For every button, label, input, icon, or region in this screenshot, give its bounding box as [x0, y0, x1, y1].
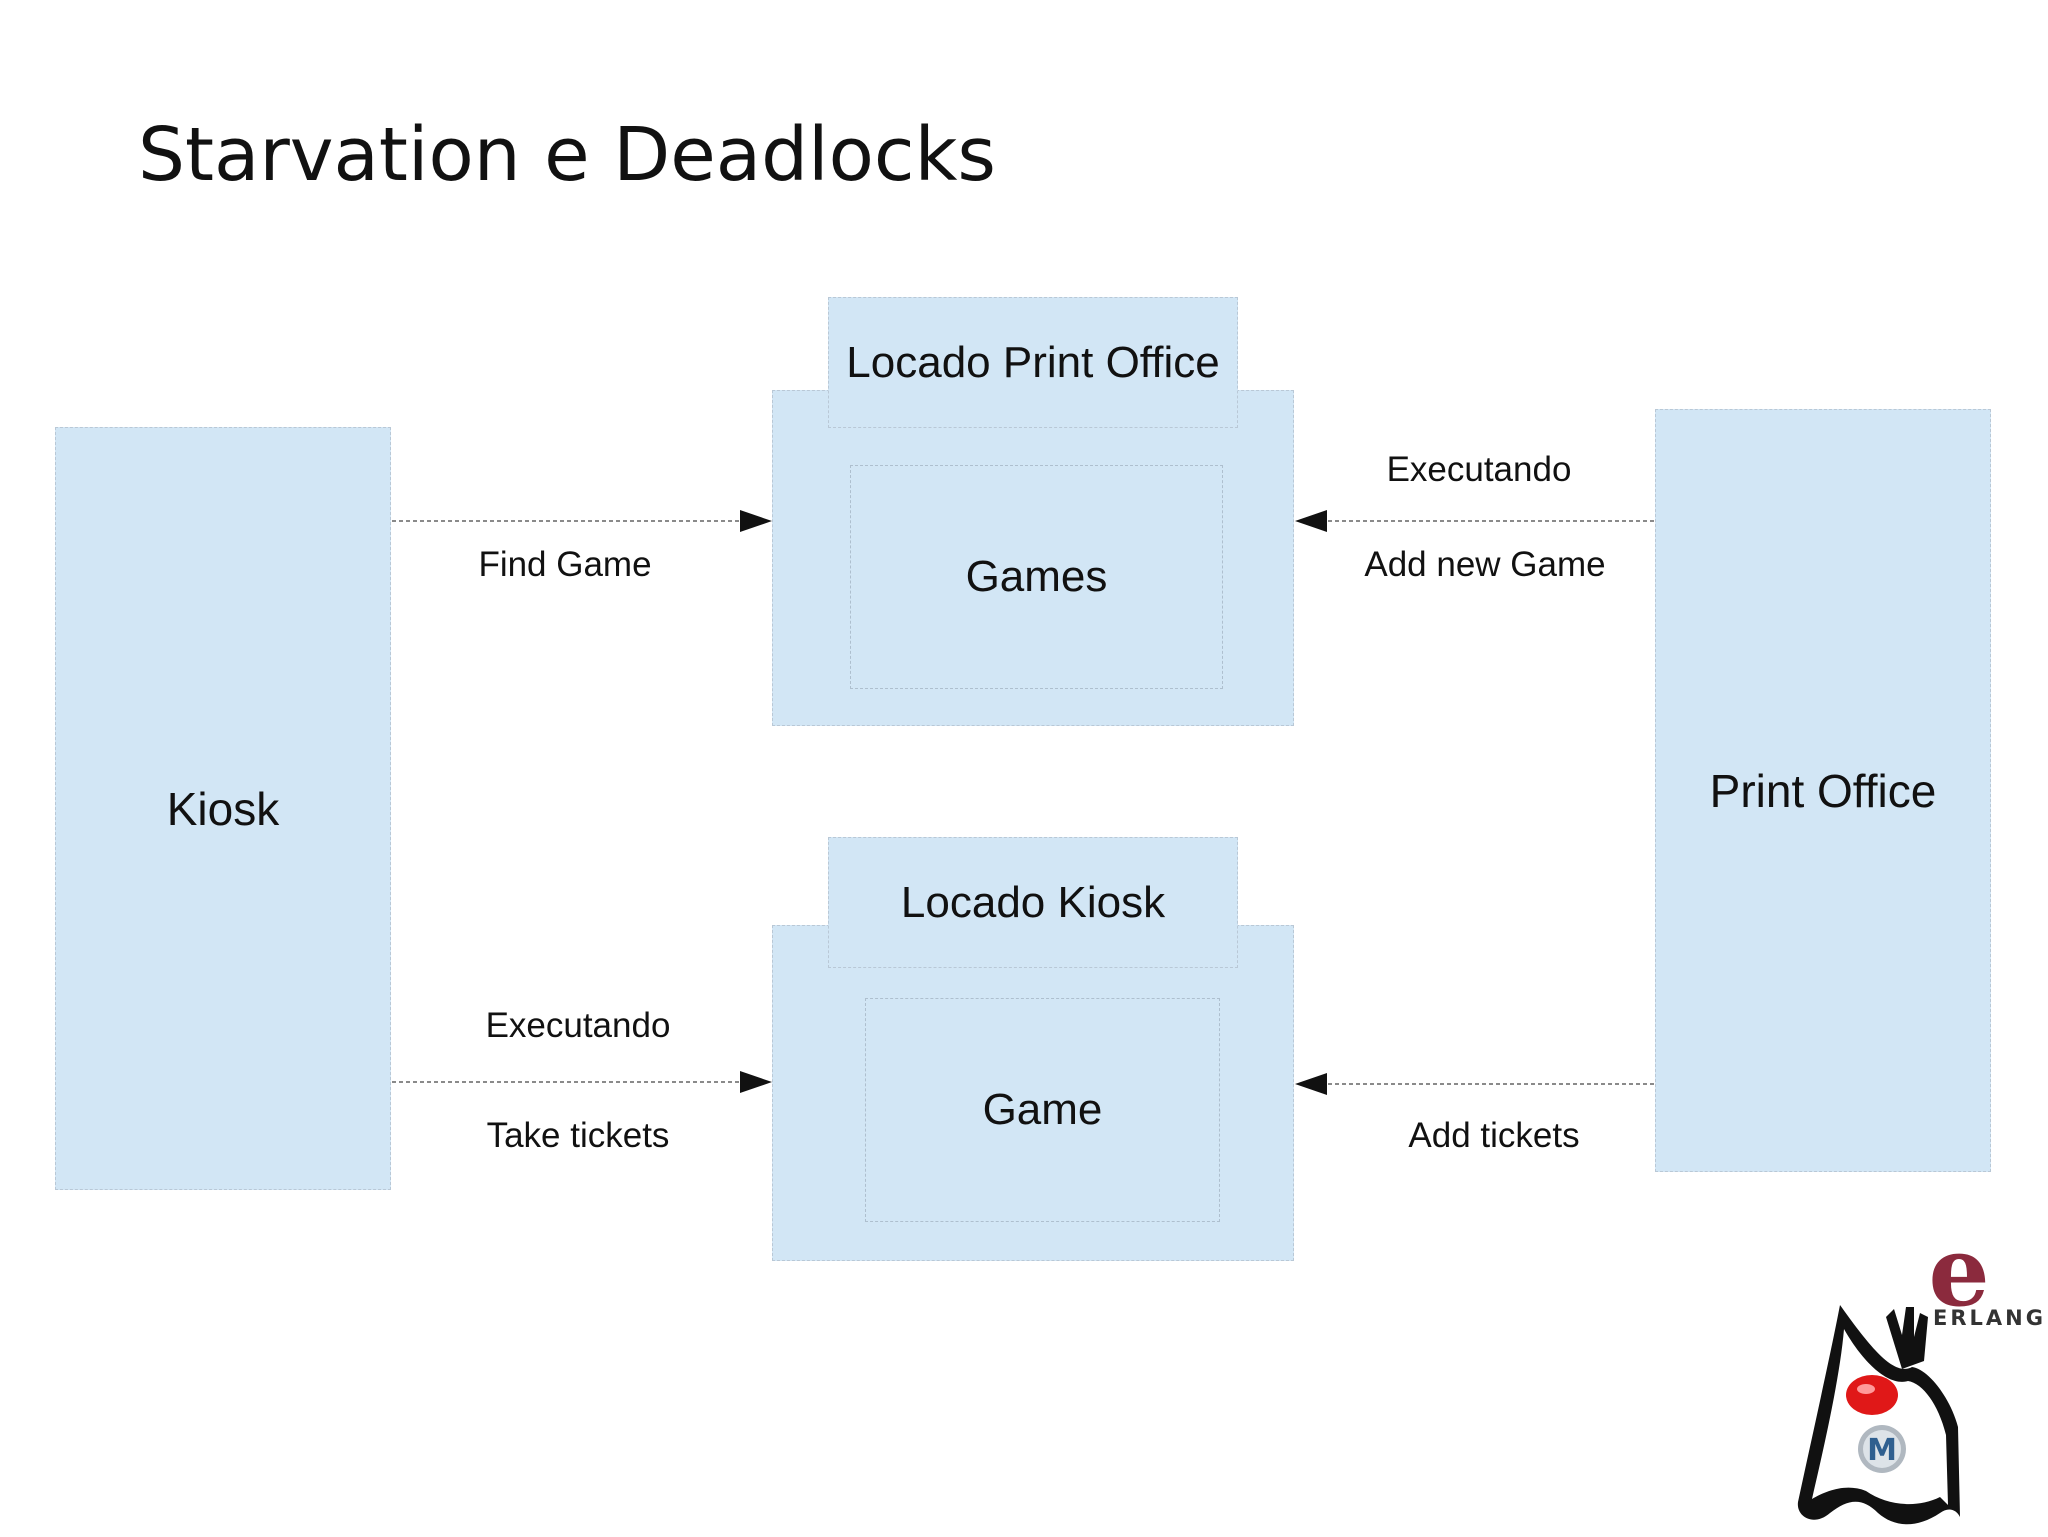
games-label: Games — [965, 552, 1108, 601]
arrowhead-add-tickets — [1295, 1073, 1327, 1095]
edge-label-take-tickets: Take tickets — [486, 1116, 670, 1155]
slide-title: Starvation e Deadlocks — [138, 112, 996, 198]
edge-label-executando-bottom: Executando — [485, 1006, 671, 1045]
locado-kiosk-label: Locado Kiosk — [900, 877, 1166, 927]
erlang-logo: e ERLANG — [1928, 1243, 2046, 1330]
erlang-e-mark: e — [1928, 1243, 1989, 1328]
kiosk-box: Kiosk — [55, 427, 391, 1190]
locado-kiosk-box: Locado Kiosk — [828, 837, 1238, 968]
duke-mascot-icon: M — [1797, 1305, 1960, 1525]
game-label: Game — [982, 1085, 1103, 1134]
print-office-box: Print Office — [1655, 409, 1991, 1172]
locado-print-office-box: Locado Print Office — [828, 297, 1238, 428]
mascot-badge-letter: M — [1867, 1433, 1897, 1468]
locado-print-office-label: Locado Print Office — [846, 337, 1220, 387]
print-office-label: Print Office — [1709, 764, 1937, 817]
erlang-wordmark: ERLANG — [1933, 1306, 2046, 1330]
arrowhead-add-new-game — [1295, 510, 1327, 532]
edge-label-find-game: Find Game — [478, 545, 652, 584]
arrowhead-find-game — [740, 510, 772, 532]
games-container: Games — [772, 390, 1294, 726]
edge-label-add-new-game: Add new Game — [1364, 545, 1606, 584]
game-container: Game — [772, 925, 1294, 1261]
kiosk-label: Kiosk — [166, 782, 280, 835]
games-box: Games — [850, 465, 1223, 689]
arrowhead-take-tickets — [740, 1071, 772, 1093]
game-box: Game — [865, 998, 1220, 1222]
edge-label-add-tickets: Add tickets — [1408, 1116, 1580, 1155]
edge-label-executando-top: Executando — [1386, 450, 1572, 489]
